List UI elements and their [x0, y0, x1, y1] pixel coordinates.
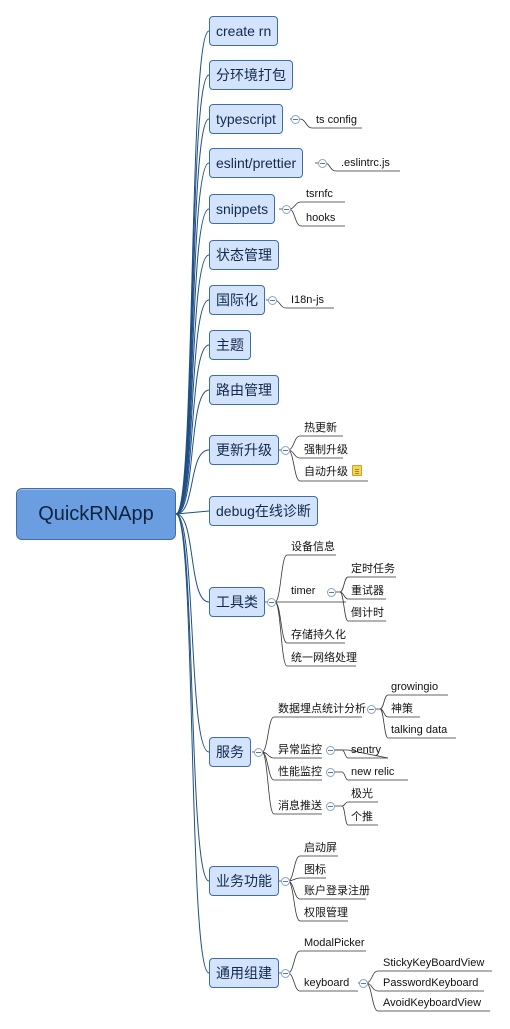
subtopic-persistence[interactable]: 存储持久化 — [291, 629, 346, 641]
subtopic-new-relic[interactable]: new relic — [351, 766, 395, 778]
topic-theme[interactable]: 主题 — [209, 330, 251, 360]
subtopic-account[interactable]: 账户登录注册 — [304, 885, 370, 897]
topic-update[interactable]: 更新升级 — [209, 435, 279, 465]
subtopic-perf-monitor[interactable]: 性能监控 — [278, 766, 322, 778]
subtopic-ts-config[interactable]: ts config — [316, 114, 357, 126]
subtopic-retryer[interactable]: 重试器 — [351, 585, 384, 597]
collapse-toggle-icon[interactable] — [326, 746, 335, 755]
topic-i18n[interactable]: 国际化 — [209, 285, 265, 315]
collapse-toggle-icon[interactable] — [281, 877, 290, 886]
topic-state[interactable]: 状态管理 — [209, 240, 279, 270]
subtopic-permission[interactable]: 权限管理 — [304, 907, 348, 919]
collapse-toggle-icon[interactable] — [291, 115, 300, 124]
topic-typescript[interactable]: typescript — [209, 104, 283, 134]
subtopic-shence[interactable]: 神策 — [391, 703, 413, 715]
topic-tools[interactable]: 工具类 — [209, 587, 265, 617]
subtopic-sentry[interactable]: sentry — [351, 744, 381, 756]
collapse-toggle-icon[interactable] — [281, 446, 290, 455]
topic-create-rn[interactable]: create rn — [209, 16, 279, 46]
subtopic-tsrnfc[interactable]: tsrnfc — [306, 188, 333, 200]
subtopic-timer[interactable]: timer — [291, 585, 316, 597]
collapse-toggle-icon[interactable] — [359, 979, 368, 988]
topic-debug[interactable]: debug在线诊断 — [209, 496, 318, 526]
collapse-toggle-icon[interactable] — [254, 748, 263, 757]
topic-router[interactable]: 路由管理 — [209, 375, 279, 405]
subtopic-jiguang[interactable]: 极光 — [351, 788, 373, 800]
collapse-toggle-icon[interactable] — [281, 969, 290, 978]
collapse-toggle-icon[interactable] — [318, 159, 327, 168]
subtopic-countdown[interactable]: 倒计时 — [351, 607, 384, 619]
collapse-toggle-icon[interactable] — [326, 802, 335, 811]
topic-services[interactable]: 服务 — [209, 737, 251, 767]
subtopic-sticky-keyboard[interactable]: StickyKeyBoardView — [383, 957, 485, 969]
subtopic-hooks[interactable]: hooks — [306, 212, 336, 224]
subtopic-force-upgrade[interactable]: 强制升级 — [304, 444, 348, 456]
subtopic-keyboard[interactable]: keyboard — [304, 977, 350, 989]
collapse-toggle-icon[interactable] — [326, 768, 335, 777]
collapse-toggle-icon[interactable] — [268, 296, 277, 305]
root-topic[interactable]: QuickRNApp — [16, 488, 176, 540]
topic-business[interactable]: 业务功能 — [209, 866, 279, 896]
note-icon[interactable] — [352, 465, 362, 476]
collapse-toggle-icon[interactable] — [367, 705, 376, 714]
subtopic-icon[interactable]: 图标 — [304, 864, 326, 876]
collapse-toggle-icon[interactable] — [267, 598, 276, 607]
topic-snippets[interactable]: snippets — [209, 194, 276, 224]
subtopic-i18n-js[interactable]: I18n-js — [291, 294, 325, 306]
subtopic-modal-picker[interactable]: ModalPicker — [304, 937, 365, 949]
collapse-toggle-icon[interactable] — [282, 205, 291, 214]
topic-components[interactable]: 通用组建 — [209, 958, 279, 988]
subtopic-hot-update[interactable]: 热更新 — [304, 422, 337, 434]
subtopic-error-monitor[interactable]: 异常监控 — [278, 744, 322, 756]
collapse-toggle-icon[interactable] — [327, 588, 336, 597]
subtopic-eslintrc[interactable]: .eslintrc.js — [341, 157, 390, 169]
topic-env-pack[interactable]: 分环境打包 — [209, 60, 293, 90]
subtopic-device-info[interactable]: 设备信息 — [291, 541, 335, 553]
subtopic-talking-data[interactable]: talking data — [391, 724, 448, 736]
subtopic-splash[interactable]: 启动屏 — [304, 842, 337, 854]
subtopic-avoid-keyboard[interactable]: AvoidKeyboardView — [383, 997, 482, 1009]
subtopic-analytics[interactable]: 数据埋点统计分析 — [278, 703, 366, 715]
subtopic-auto-upgrade[interactable]: 自动升级 — [304, 466, 348, 478]
topic-eslint[interactable]: eslint/prettier — [209, 148, 304, 178]
subtopic-push[interactable]: 消息推送 — [278, 800, 322, 812]
subtopic-password-keyboard[interactable]: PasswordKeyboard — [383, 977, 479, 989]
subtopic-getui[interactable]: 个推 — [351, 811, 373, 823]
subtopic-network[interactable]: 统一网络处理 — [291, 652, 357, 664]
subtopic-timed-task[interactable]: 定时任务 — [351, 563, 395, 575]
subtopic-growingio[interactable]: growingio — [391, 681, 439, 693]
